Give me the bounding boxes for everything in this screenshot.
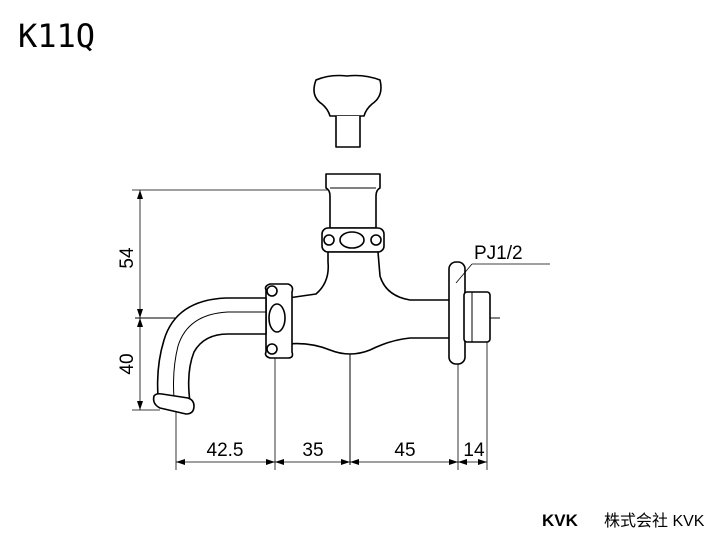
brand-footer: KVK 株式会社 KVK <box>542 511 705 530</box>
thread-callout: PJ1/2 <box>455 243 550 284</box>
faucet-body <box>152 173 491 415</box>
dimension-40: 40 <box>117 353 138 374</box>
dimension-42-5: 42.5 <box>207 440 244 461</box>
dimension-54: 54 <box>117 247 138 269</box>
company-name: 株式会社 KVK <box>604 512 705 530</box>
extension-lines <box>132 189 488 470</box>
horizontal-dimensions: 42.5 35 45 14 <box>176 440 487 465</box>
dimension-45: 45 <box>394 440 415 461</box>
model-title: K11Q <box>18 17 95 55</box>
vertical-dimensions: 54 40 <box>117 190 143 410</box>
handle-part <box>313 74 382 148</box>
thread-label: PJ1/2 <box>474 243 523 264</box>
dimension-35: 35 <box>302 440 323 461</box>
brand-logo: KVK <box>542 511 579 530</box>
dimension-14: 14 <box>463 440 485 461</box>
